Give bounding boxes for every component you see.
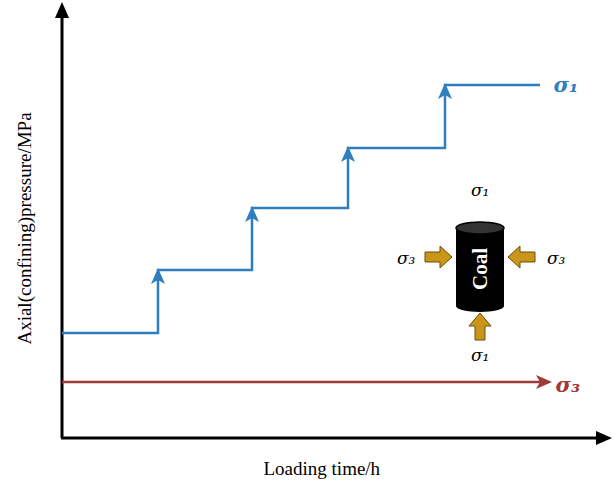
confining-head — [536, 375, 552, 389]
confining-stress-symbol: σ₃ — [556, 374, 581, 395]
coal-cylinder — [456, 222, 504, 312]
x-axis-head — [596, 431, 612, 445]
x-axis — [61, 437, 600, 440]
load-arrows — [425, 246, 535, 340]
confining-line — [62, 381, 540, 384]
specimen-body: Coal — [456, 230, 504, 308]
axial-staircase — [62, 85, 540, 333]
x-axis-title: Loading time/h — [264, 459, 381, 478]
step-heads — [151, 83, 452, 284]
axial-load-symbol: σ₁ — [471, 347, 489, 364]
specimen-label: Coal — [470, 248, 491, 290]
y-axis — [61, 14, 64, 438]
y-axis-title: Axial(confining)pressure/MPa — [15, 112, 34, 344]
axial-load-symbol: σ₁ — [471, 182, 489, 199]
confining-load-symbol: σ₃ — [397, 250, 415, 267]
axial-stress-symbol: σ₁ — [554, 74, 579, 95]
confining-load-symbol: σ₃ — [547, 250, 565, 267]
y-axis-head — [55, 2, 69, 18]
